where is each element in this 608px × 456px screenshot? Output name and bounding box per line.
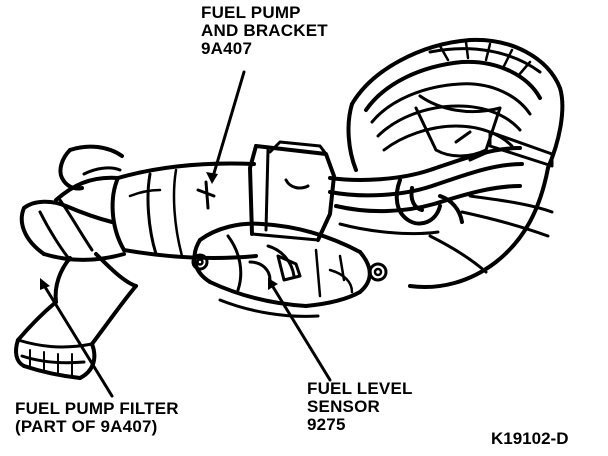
pump-bracket xyxy=(248,140,336,242)
label-filter-line2: (PART OF 9A407) xyxy=(15,417,158,436)
label-sensor-line2: SENSOR xyxy=(307,397,380,416)
fuel-tubes xyxy=(328,130,524,236)
arrowhead-filter xyxy=(40,278,50,290)
leader-lines xyxy=(40,70,332,398)
leader-arrowheads xyxy=(40,172,278,290)
label-fuel-pump-line1: FUEL PUMP xyxy=(201,3,301,22)
label-fuel-pump-part-number: 9A407 xyxy=(201,39,253,58)
label-sensor-line1: FUEL LEVEL xyxy=(307,379,413,398)
sensor-housing xyxy=(191,221,388,318)
label-fuel-pump-line2: AND BRACKET xyxy=(201,21,328,40)
label-fuel-level-sensor: FUEL LEVEL SENSOR 9275 xyxy=(307,380,413,434)
filter-screen xyxy=(14,284,138,380)
pump-filter xyxy=(19,144,138,304)
label-fuel-pump-and-bracket: FUEL PUMP AND BRACKET 9A407 xyxy=(201,4,328,58)
leader-pump xyxy=(210,70,246,182)
figure-id: K19102-D xyxy=(491,429,569,448)
arrowhead-sensor xyxy=(268,278,278,290)
pump-body xyxy=(110,161,258,260)
label-fuel-pump-filter: FUEL PUMP FILTER (PART OF 9A407) xyxy=(15,400,179,436)
label-sensor-part-number: 9275 xyxy=(307,415,346,434)
leader-sensor xyxy=(268,280,332,382)
label-filter-line1: FUEL PUMP FILTER xyxy=(15,399,179,418)
leader-filter xyxy=(40,280,114,398)
arrowhead-pump xyxy=(206,172,218,184)
